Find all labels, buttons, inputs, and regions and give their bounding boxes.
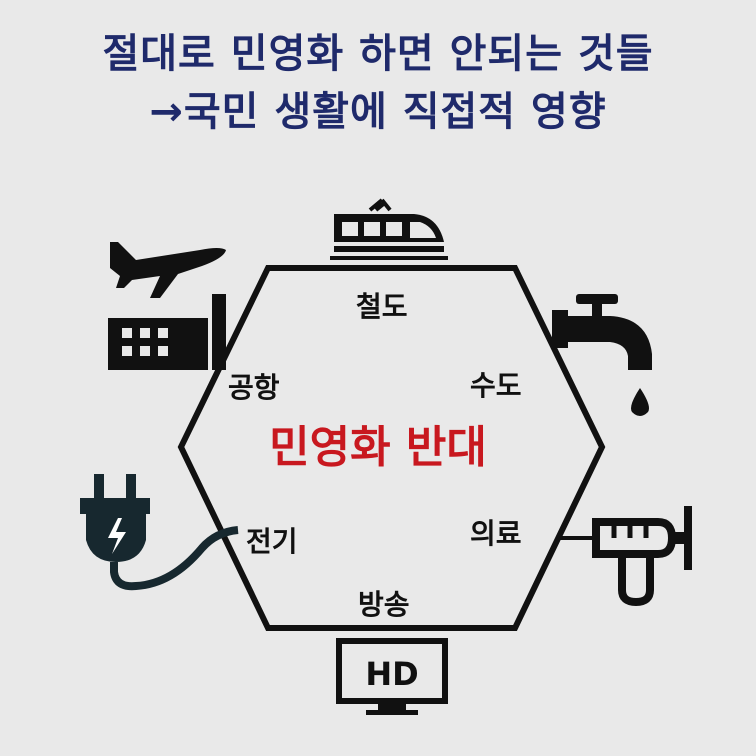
- label-water: 수도: [470, 369, 522, 402]
- title-line-2: →국민 생활에 직접적 영향: [149, 89, 607, 135]
- tv-icon: HD: [336, 638, 448, 715]
- title-line-1: 절대로 민영화 하면 안되는 것들: [102, 31, 654, 77]
- label-railway: 철도: [356, 290, 408, 323]
- plug-icon: [80, 474, 239, 591]
- train-icon: [330, 198, 448, 260]
- label-broadcast: 방송: [358, 588, 410, 621]
- factory-icon: [108, 294, 226, 370]
- center-label: 민영화 반대: [269, 422, 487, 473]
- airplane-icon: [110, 242, 226, 298]
- faucet-icon: [552, 294, 652, 416]
- tv-badge: HD: [365, 655, 418, 693]
- label-electricity: 전기: [246, 525, 298, 558]
- label-airport: 공항: [228, 371, 280, 404]
- label-medical: 의료: [470, 517, 522, 550]
- syringe-icon: [560, 506, 692, 607]
